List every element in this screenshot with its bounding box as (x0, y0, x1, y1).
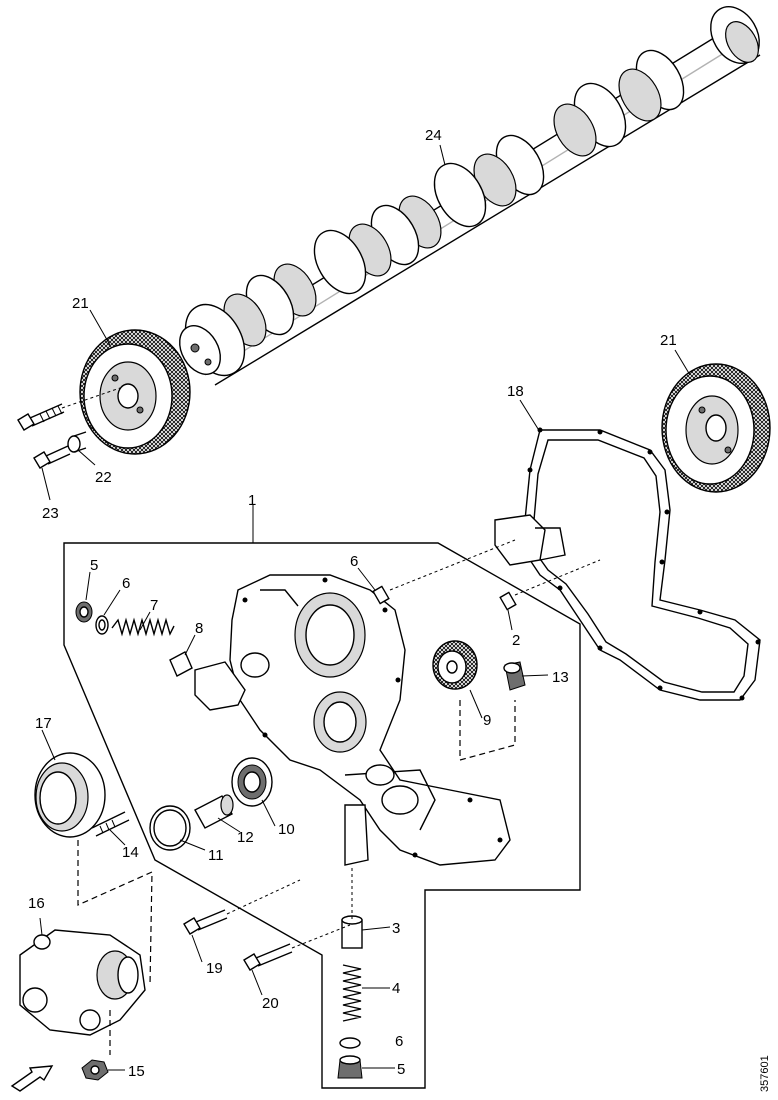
pump-gear-9 (432, 640, 478, 690)
callout-20: 20 (262, 995, 279, 1012)
bearing-10 (231, 757, 273, 807)
callout-11: 11 (208, 847, 224, 864)
bolt-20 (243, 924, 351, 971)
callout-10: 10 (278, 821, 295, 838)
callout-21-right: 21 (660, 332, 677, 349)
plug-5-lower (337, 1055, 363, 1079)
callout-15: 15 (128, 1063, 145, 1080)
cap-13 (503, 661, 526, 691)
callout-5-top: 5 (90, 557, 98, 574)
timing-cover-housing (229, 574, 511, 866)
seal-ring-6-lower (339, 1037, 361, 1049)
callout-2: 2 (512, 632, 520, 649)
o-ring-11 (149, 805, 191, 851)
cam-gear-right (661, 363, 771, 493)
assembly-group-outline (63, 542, 581, 1089)
callout-3: 3 (392, 920, 400, 937)
callout-12: 12 (237, 829, 254, 846)
callout-4: 4 (392, 980, 400, 997)
callout-14: 14 (122, 844, 139, 861)
valve-sleeve-3 (341, 915, 363, 949)
seal-ring-6-top (95, 615, 109, 635)
pump-16 (19, 929, 146, 1036)
dowel-axis-line (389, 539, 516, 591)
callout-7: 7 (150, 597, 158, 614)
spring-4 (342, 964, 362, 1022)
callout-17: 17 (35, 715, 52, 732)
callout-1: 1 (248, 492, 256, 509)
callout-19: 19 (206, 960, 223, 977)
relief-valve-body (194, 661, 246, 711)
washer-22 (67, 431, 87, 453)
pump-bracket-dashed-a (77, 840, 153, 986)
callout-6-top: 6 (122, 575, 130, 592)
callout-21-left: 21 (72, 295, 89, 312)
gasket (524, 427, 761, 701)
bolt-19 (183, 879, 301, 935)
callout-8: 8 (195, 620, 203, 637)
callout-24: 24 (425, 127, 442, 144)
direction-arrow-icon (10, 1065, 54, 1092)
dowel-6-upper (372, 585, 390, 605)
callout-22: 22 (95, 469, 112, 486)
reference-number: 357601 (759, 1055, 771, 1092)
bolt-axis-line (61, 387, 121, 409)
leader-lines (39, 144, 691, 1071)
piston-8 (169, 651, 193, 677)
cover-plate (494, 514, 566, 566)
spring-7 (111, 617, 175, 637)
cam-gear-left (79, 329, 191, 455)
bolt-23 (17, 403, 65, 431)
bolt-23b (33, 445, 71, 469)
nut-15 (81, 1059, 109, 1081)
stud-14 (91, 811, 130, 837)
callout-6-upper: 6 (350, 553, 358, 570)
callout-16: 16 (28, 895, 45, 912)
callout-9: 9 (483, 712, 491, 729)
oil-seal-17 (34, 752, 106, 838)
dowel-2 (499, 591, 517, 611)
callout-6-lower: 6 (395, 1033, 403, 1050)
callout-5-lower: 5 (397, 1061, 405, 1078)
callout-18: 18 (507, 383, 524, 400)
plug-5-top (75, 601, 93, 623)
callout-13: 13 (552, 669, 569, 686)
bushing-12 (194, 794, 234, 829)
gear-bracket-dashed (459, 700, 516, 761)
camshaft (179, 6, 761, 386)
callout-23: 23 (42, 505, 59, 522)
callout-labels: 24 21 21 18 22 23 1 5 6 7 8 6 2 13 9 17 … (28, 127, 677, 1080)
